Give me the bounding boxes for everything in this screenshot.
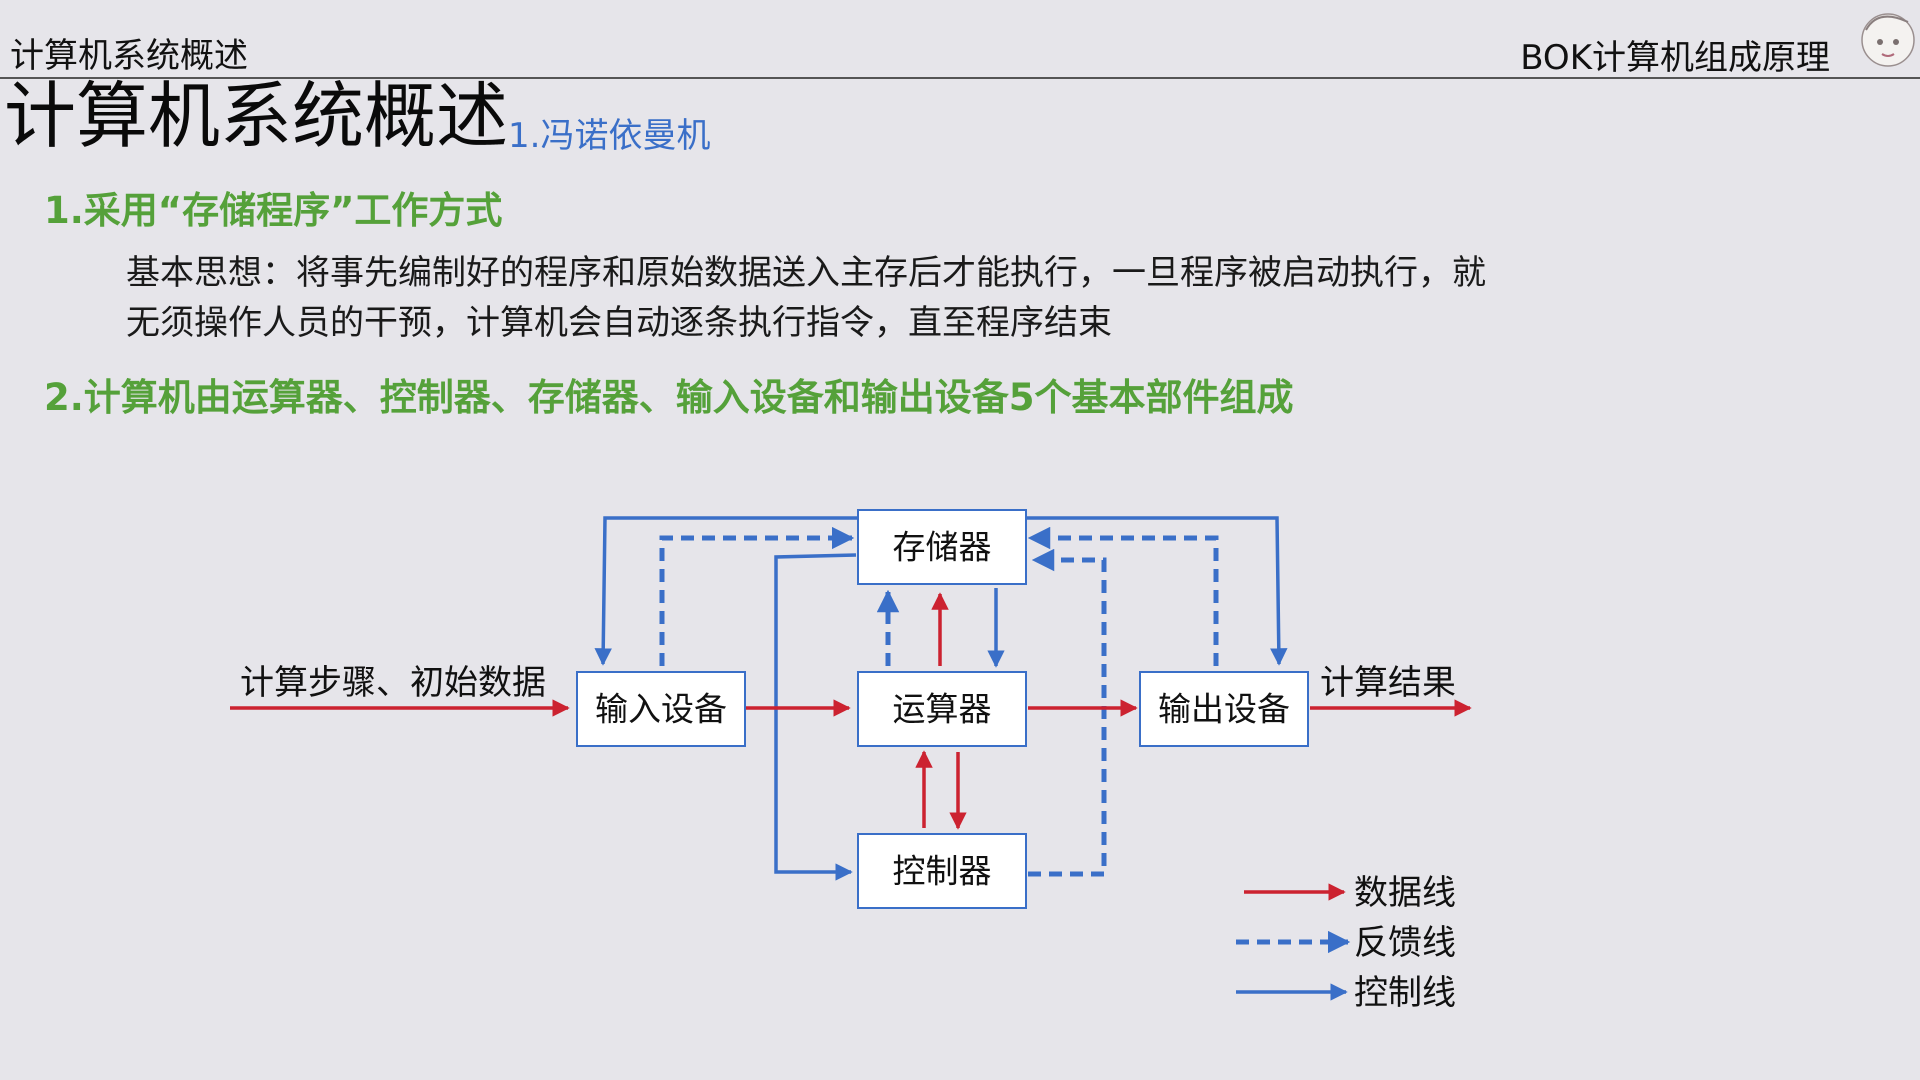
node-output: 输出设备 xyxy=(1139,671,1309,747)
header-course-title: BOK计算机组成原理 xyxy=(1520,38,1830,78)
control-line-memory-to-output xyxy=(1024,516,1288,666)
mascot-illustration xyxy=(1861,13,1915,67)
point-2-heading: 2.计算机由运算器、控制器、存储器、输入设备和输出设备5个基本部件组成 xyxy=(44,376,1294,419)
page-title: 计算机系统概述 xyxy=(4,74,509,158)
page-subtitle: 1.冯诺依曼机 xyxy=(508,116,711,156)
node-input: 输入设备 xyxy=(576,671,746,747)
control-line-memory-to-controller xyxy=(774,553,857,881)
legend-feedback-line-label: 反馈线 xyxy=(1354,923,1456,963)
node-alu: 运算器 xyxy=(857,671,1027,747)
diagram-legend: 数据线 反馈线 控制线 xyxy=(1236,873,1456,1013)
header-section-title: 计算机系统概述 xyxy=(10,36,248,76)
point-1-description: 基本思想：将事先编制好的程序和原始数据送入主存后才能执行，一旦程序被启动执行，就… xyxy=(126,253,1486,343)
control-line-memory-to-input xyxy=(594,516,858,666)
node-controller: 控制器 xyxy=(857,833,1027,909)
output-result-label: 计算结果 xyxy=(1320,663,1456,703)
legend-data-line-label: 数据线 xyxy=(1354,873,1456,913)
point-1-heading: 1.采用“存储程序”工作方式 xyxy=(44,189,503,232)
input-source-label: 计算步骤、初始数据 xyxy=(240,663,546,703)
legend-control-line-label: 控制线 xyxy=(1354,973,1456,1013)
feedback-line-input-to-memory xyxy=(659,526,855,666)
header-divider xyxy=(0,77,1920,79)
feedback-line-controller-to-memory xyxy=(1028,548,1107,877)
node-input-label: 输入设备 xyxy=(595,690,727,729)
node-controller-label: 控制器 xyxy=(893,852,992,891)
node-alu-label: 运算器 xyxy=(893,690,992,729)
node-memory: 存储器 xyxy=(857,509,1027,585)
node-memory-label: 存储器 xyxy=(893,528,992,567)
node-output-label: 输出设备 xyxy=(1158,690,1290,729)
feedback-line-output-to-memory xyxy=(1027,526,1219,666)
